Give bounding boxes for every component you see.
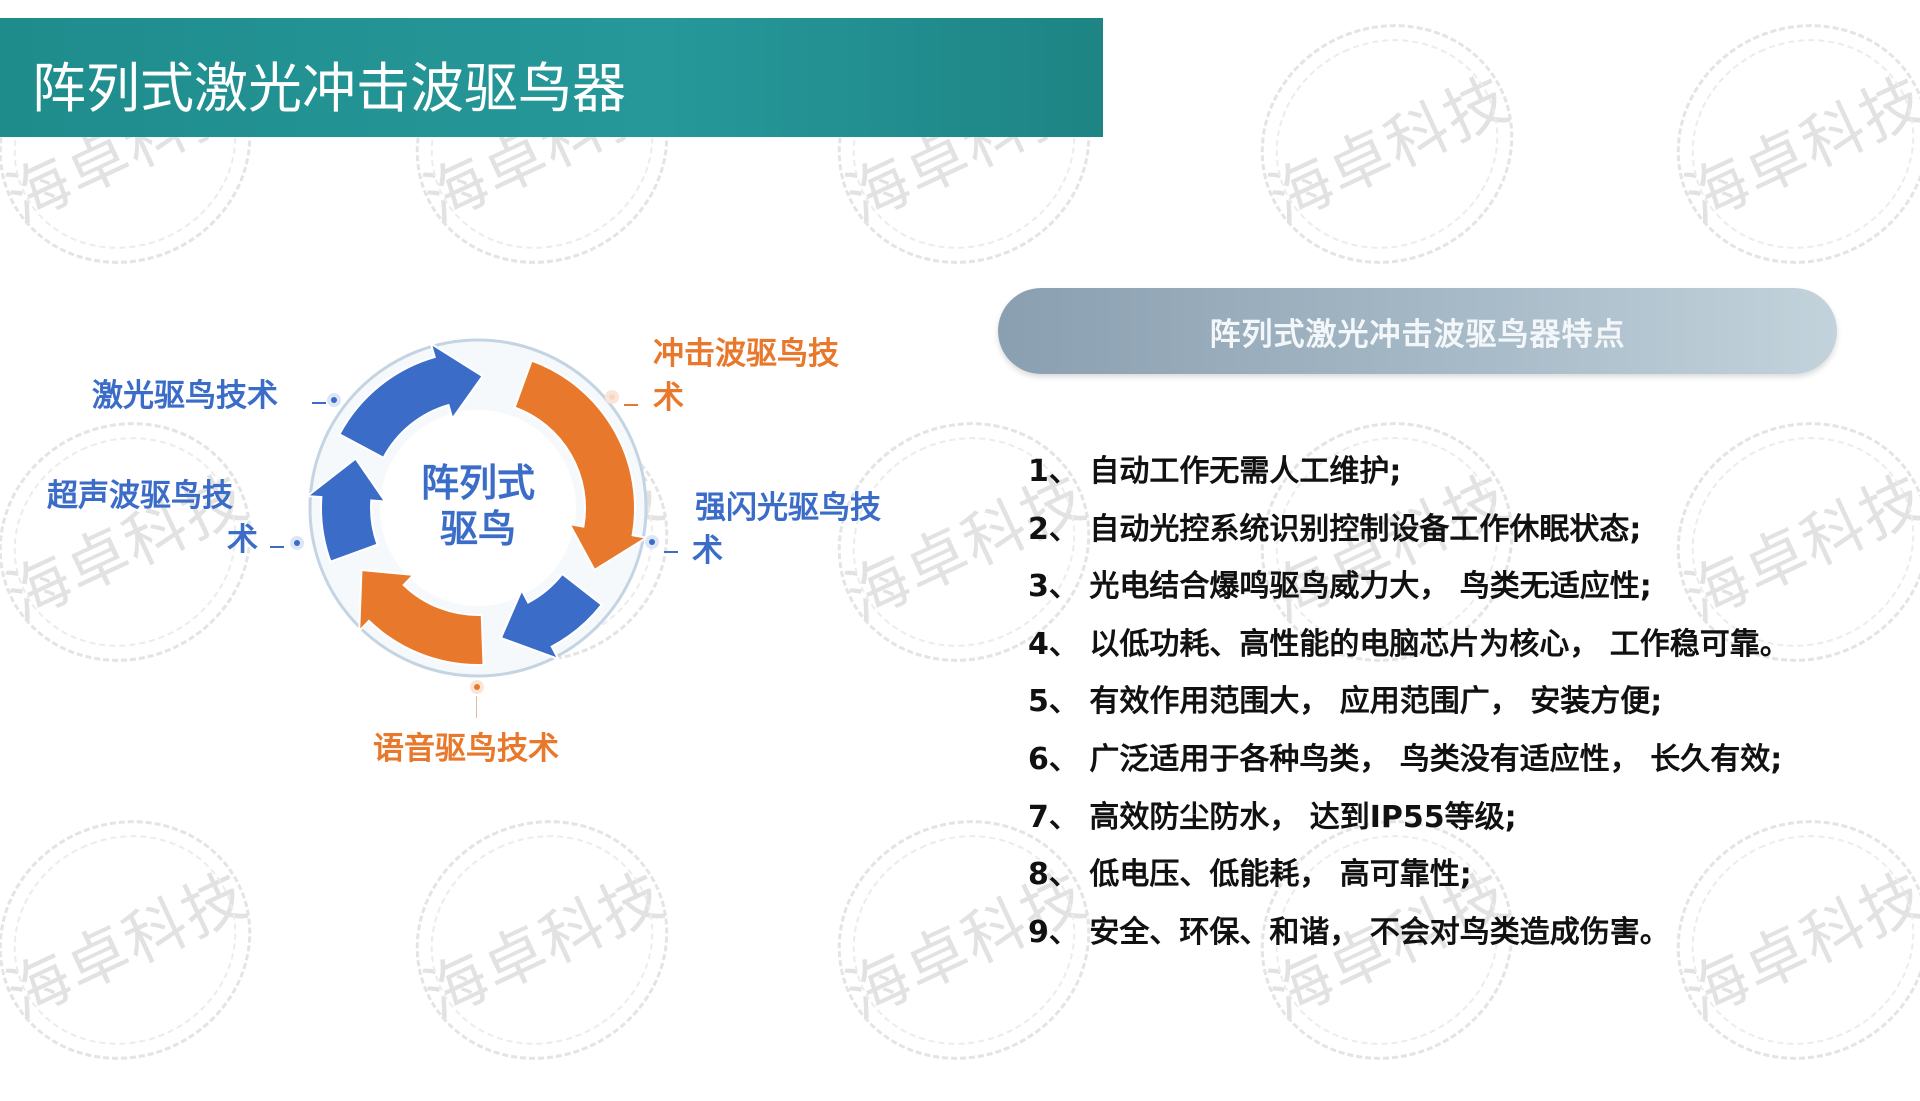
connector bbox=[624, 404, 638, 406]
cycle-center bbox=[380, 410, 576, 606]
label-strobe-line2: 术 bbox=[692, 533, 723, 569]
label-shockwave-line1: 冲击波驱鸟技 bbox=[653, 336, 839, 372]
list-item: 6、 广泛适用于各种鸟类， 鸟类没有适应性， 长久有效; bbox=[1028, 741, 1783, 777]
label-shockwave-line2: 术 bbox=[653, 380, 684, 416]
connector-dot bbox=[290, 536, 304, 550]
center-label-line1: 阵列式 bbox=[421, 461, 535, 505]
features-header: 阵列式激光冲击波驱鸟器特点 bbox=[998, 288, 1837, 374]
list-item: 3、 光电结合爆鸣驱鸟威力大， 鸟类无适应性; bbox=[1028, 569, 1652, 605]
connector bbox=[664, 551, 678, 553]
list-item: 5、 有效作用范围大， 应用范围广， 安装方便; bbox=[1028, 684, 1663, 720]
list-item: 8、 低电压、低能耗， 高可靠性; bbox=[1028, 857, 1472, 893]
watermark-stamp: 海卓科技 bbox=[376, 778, 708, 1101]
watermark-stamp: 海卓科技 bbox=[1221, 0, 1553, 306]
connector-dot bbox=[470, 680, 484, 694]
label-laser: 激光驱鸟技术 bbox=[92, 378, 278, 414]
title-bar: 阵列式激光冲击波驱鸟器 bbox=[0, 18, 1103, 137]
watermark-stamp: 海卓科技 bbox=[0, 778, 291, 1101]
list-item: 7、 高效防尘防水， 达到IP55等级; bbox=[1028, 799, 1517, 835]
blue-cycle-arrow bbox=[338, 341, 485, 460]
connector-dot bbox=[327, 393, 341, 407]
page-title: 阵列式激光冲击波驱鸟器 bbox=[32, 57, 626, 120]
orange-cycle-arrow bbox=[358, 568, 485, 666]
blue-cycle-arrow bbox=[499, 572, 604, 661]
list-item: 1、 自动工作无需人工维护; bbox=[1028, 454, 1402, 489]
cycle-diagram: 阵列式 驱鸟 bbox=[304, 338, 650, 678]
label-strobe-line1: 强闪光驱鸟技 bbox=[695, 490, 881, 526]
connector bbox=[476, 696, 477, 718]
connector bbox=[312, 402, 326, 404]
connector bbox=[270, 546, 284, 548]
list-item: 9、 安全、环保、和谐， 不会对鸟类造成伤害。 bbox=[1028, 914, 1670, 950]
label-voice: 语音驱鸟技术 bbox=[373, 731, 559, 767]
list-item: 2、 自动光控系统识别控制设备工作休眠状态; bbox=[1028, 511, 1642, 547]
blue-cycle-arrow bbox=[304, 457, 388, 563]
connector-dot bbox=[645, 535, 659, 549]
watermark-stamp: 海卓科技 bbox=[1637, 0, 1920, 306]
label-ultrasonic-line2: 术 bbox=[227, 522, 258, 558]
features-list: 1、 自动工作无需人工维护; 2、 自动光控系统识别控制设备工作休眠状态; 3、… bbox=[1028, 446, 1790, 964]
list-item: 4、 以低功耗、高性能的电脑芯片为核心， 工作稳可靠。 bbox=[1028, 626, 1790, 662]
features-title: 阵列式激光冲击波驱鸟器特点 bbox=[1209, 316, 1626, 353]
label-ultrasonic-line1: 超声波驱鸟技 bbox=[47, 478, 233, 514]
center-label-line2: 驱鸟 bbox=[440, 507, 516, 551]
connector-dot bbox=[605, 390, 619, 404]
